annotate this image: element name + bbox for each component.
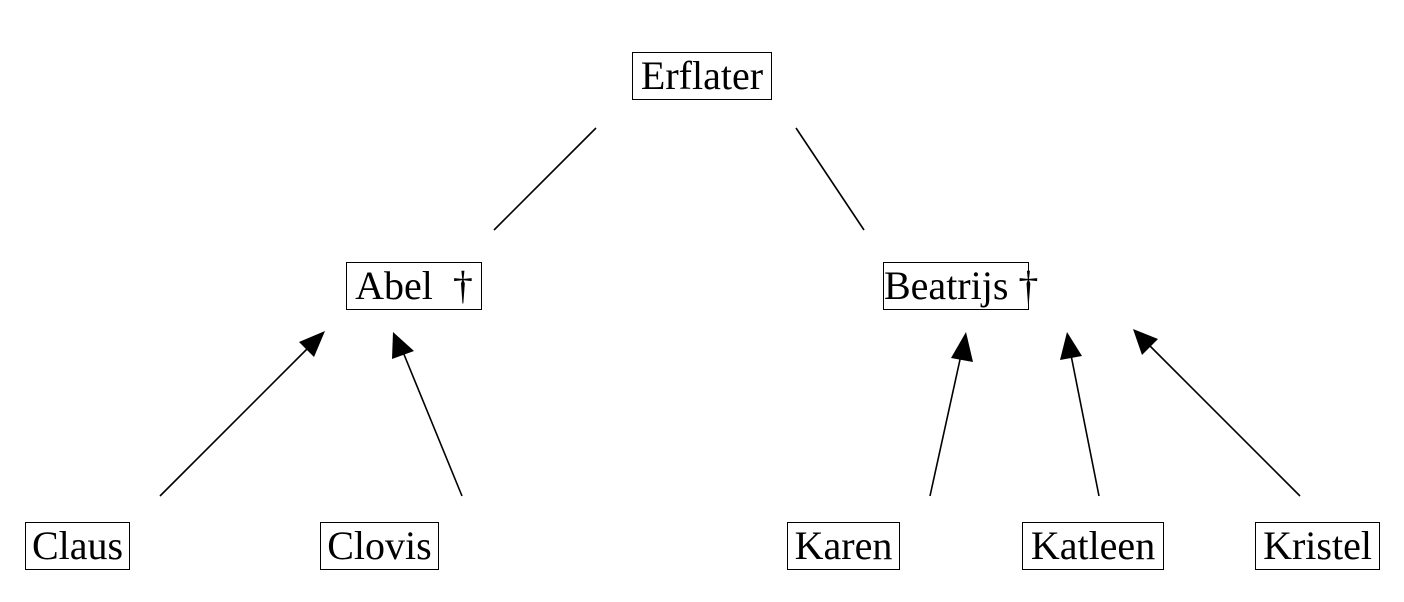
edge-root-beatrijs (795, 127, 865, 231)
arrowhead-katleen-beatrijs (1060, 332, 1082, 360)
arrow-katleen-beatrijs (1070, 354, 1100, 497)
arrow-claus-abel (159, 347, 309, 497)
arrow-clovis-abel (402, 351, 463, 497)
node-beatrijs: Beatrijs † (883, 262, 1039, 310)
node-karen: Karen (787, 522, 900, 570)
node-katleen: Katleen (1022, 522, 1164, 570)
arrowhead-karen-beatrijs (951, 332, 973, 362)
arrowhead-clovis-abel (392, 332, 414, 359)
node-abel: Abel † (346, 262, 482, 310)
node-kristel: Kristel (1255, 522, 1380, 570)
edge-root-abel (493, 127, 597, 231)
node-erflater: Erflater (632, 52, 772, 100)
arrowhead-kristel-beatrijs (1133, 329, 1158, 355)
arrow-karen-beatrijs (929, 354, 962, 497)
node-claus: Claus (25, 522, 130, 570)
node-clovis: Clovis (320, 522, 439, 570)
arrow-kristel-beatrijs (1149, 345, 1301, 497)
arrowhead-claus-abel (299, 331, 325, 357)
